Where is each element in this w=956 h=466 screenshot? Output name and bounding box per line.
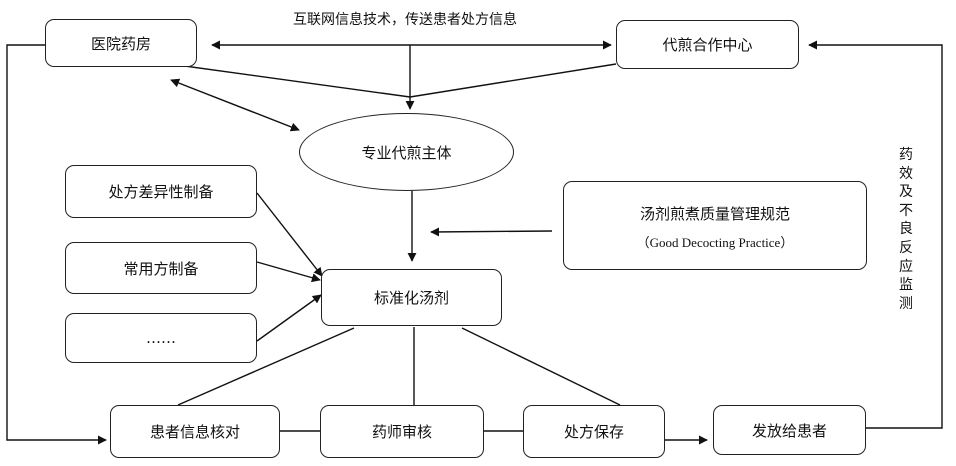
gdp-title: 汤剂煎煮质量管理规范: [639, 204, 790, 223]
line-center-converge: [409, 63, 617, 98]
node-professional-body: 专业代煎主体: [299, 113, 514, 191]
node-label: 处方差异性制备: [108, 183, 214, 201]
arrow-gdp-to-line: [430, 227, 553, 237]
node-label: 医院药房: [90, 34, 151, 53]
line-standard-patientcheck: [177, 327, 355, 406]
node-prescription-diff: 处方差异性制备: [65, 165, 257, 218]
gdp-subtitle: （Good Decocting Practice）: [636, 234, 794, 250]
arrow-pharmacy-body: [170, 78, 300, 132]
node-ellipsis: ……: [65, 313, 257, 363]
side-monitoring-label: 药效及不良反应监测: [899, 147, 913, 312]
arrow-diff-to-standard: [256, 192, 323, 277]
node-label: 标准化汤剂: [373, 289, 449, 307]
arrow-common-to-standard: [256, 261, 321, 283]
node-label: 代煎合作中心: [662, 36, 753, 54]
node-label: 专业代煎主体: [361, 143, 452, 162]
node-standardized-decoction: 标准化汤剂: [321, 269, 502, 326]
node-label: 常用方制备: [123, 259, 199, 278]
node-label: 处方保存: [563, 423, 624, 441]
node-dispense-to-patient: 发放给患者: [713, 405, 866, 455]
node-hospital-pharmacy: 医院药房: [45, 19, 197, 67]
arrow-ellipsis-to-standard: [256, 294, 322, 342]
node-pharmacist-review: 药师审核: [320, 405, 484, 458]
node-decoction-center: 代煎合作中心: [616, 20, 799, 69]
node-patient-info-check: 患者信息核对: [110, 405, 280, 458]
arrow-loop-left: [6, 44, 107, 445]
top-label: 互联网信息技术，传送患者处方信息: [293, 12, 517, 28]
node-label: 药师审核: [371, 423, 432, 441]
node-label: 发放给患者: [751, 421, 827, 440]
line-pharmacy-converge: [169, 63, 411, 98]
node-gdp: 汤剂煎煮质量管理规范 （Good Decocting Practice）: [563, 181, 867, 270]
arrow-loop-right: [808, 40, 943, 429]
node-label: ……: [146, 329, 176, 347]
node-prescription-storage: 处方保存: [523, 405, 665, 458]
line-standard-storage: [461, 327, 621, 406]
node-label: 患者信息核对: [149, 423, 240, 441]
node-common-prescription: 常用方制备: [65, 242, 257, 294]
